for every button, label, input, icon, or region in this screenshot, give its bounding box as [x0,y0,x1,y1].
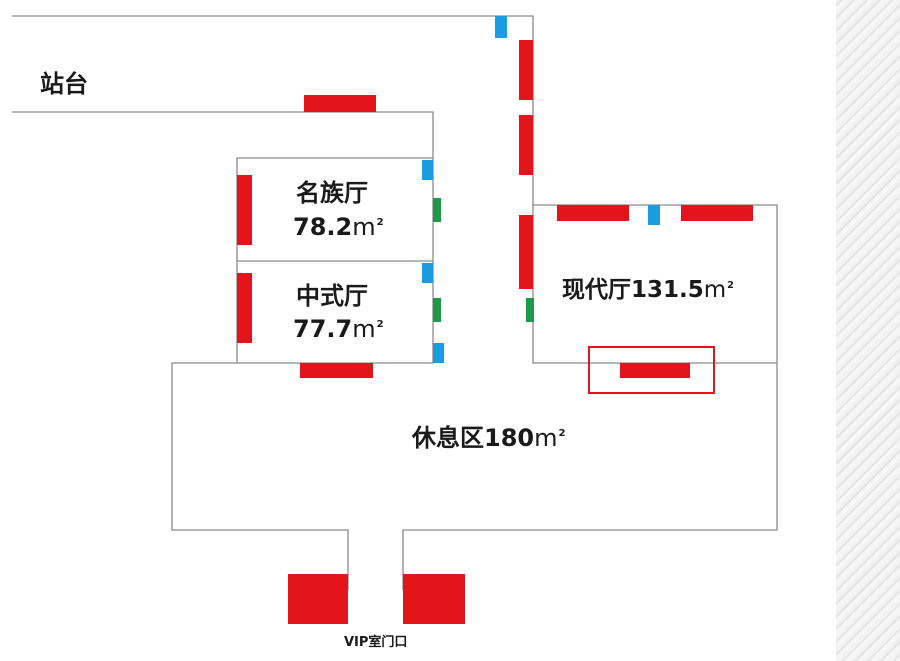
door-blue-zhongshi-bottom [433,343,444,363]
seat-xiandai-top-right [681,205,753,221]
seat-platform [304,95,376,112]
rest-area-value: 180 [484,424,535,452]
seat-corridor-2 [519,115,533,175]
seat-zhongshi [237,273,252,343]
rest-area-label: 休息区180m2 [412,426,566,450]
seat-zhongshi-bottom [300,363,373,378]
xiandai-hall-label: 现代厅131.5m2 [562,279,734,302]
xiandai-area-value: 131.5 [631,277,704,303]
rest-area-name: 休息区 [412,424,484,452]
mingzu-hall-area: 78.2m2 [293,215,384,239]
zhongshi-hall-name: 中式厅 [296,282,368,310]
area-unit: m [703,277,727,303]
mingzu-area-value: 78.2 [293,213,353,241]
zhongshi-hall-area: 77.7m2 [293,317,384,341]
seating-blocks [237,40,753,624]
seat-entrance-right [403,574,465,624]
zhongshi-area-value: 77.7 [293,315,353,343]
mingzu-hall-name: 名族厅 [296,179,368,207]
highlight-box [588,346,715,394]
seat-entrance-left [288,574,348,624]
area-unit-sup: 2 [558,428,566,440]
door-green-mingzu [433,198,441,222]
door-blue-xiandai [648,205,660,225]
walls [12,15,778,590]
entrance-label: VIP室门口 [344,635,408,650]
door-blue-top [495,16,507,38]
door-green-zhongshi [433,298,441,322]
seat-xiandai-bottom [620,363,690,378]
area-unit: m [352,213,376,241]
seat-mingzu [237,175,252,245]
area-unit-sup: 2 [727,279,734,291]
door-blue-zhongshi-top [422,263,433,283]
door-markers-green [433,198,534,322]
area-unit: m [352,315,376,343]
area-unit: m [534,424,558,452]
seat-corridor-1 [519,40,533,100]
platform-bottom-wall [12,111,434,590]
door-green-xiandai [526,298,534,322]
platform-top-wall [12,15,778,590]
seat-corridor-3 [519,215,533,289]
background-texture [836,0,900,661]
platform-label: 站台 [40,70,88,98]
area-unit-sup: 2 [376,217,384,229]
door-markers-blue [422,16,660,363]
door-blue-mingzu [422,160,433,180]
area-unit-sup: 2 [376,319,384,331]
xiandai-hall-name: 现代厅 [562,277,631,303]
seat-xiandai-top-left [557,205,629,221]
